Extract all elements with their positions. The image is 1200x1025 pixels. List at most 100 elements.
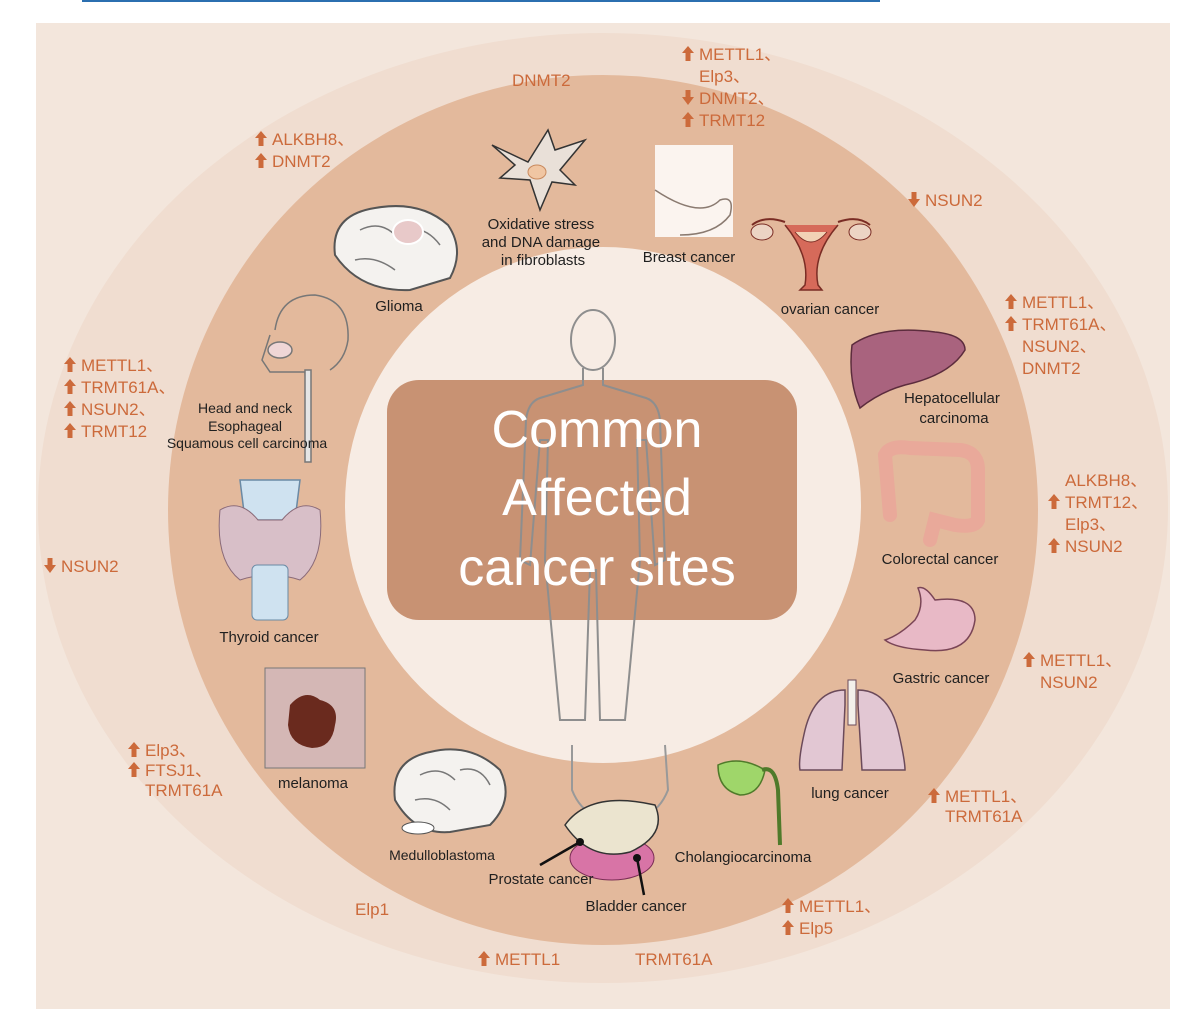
gene-label: Elp5: [799, 919, 833, 938]
melanoma-illustration: [264, 667, 366, 769]
gene-label: TRMT61A、: [81, 378, 175, 397]
colon-illustration: [877, 440, 985, 547]
arrow-up-icon: [1023, 652, 1035, 667]
breast-gene-group: METTL1、 Elp3、 DNMT2、 TRMT12: [682, 45, 781, 130]
gene-label: TRMT61A: [635, 950, 713, 969]
head-neck-illustration: [261, 294, 349, 463]
gene-label: ALKBH8、: [272, 130, 354, 149]
gene-label: METTL1、: [81, 356, 163, 375]
thyroid-cancer-label: Thyroid cancer: [219, 629, 318, 646]
lungs-illustration: [798, 679, 906, 771]
uterus-illustration: [750, 218, 872, 291]
arrow-up-icon: [682, 112, 694, 127]
prostate-cancer-label: Prostate cancer: [488, 871, 593, 888]
gene-label: TRMT61A: [145, 781, 223, 800]
gastric-cancer-label: Gastric cancer: [893, 670, 990, 687]
arrow-up-icon: [1048, 538, 1060, 553]
arrow-down-icon: [682, 90, 694, 105]
thyroid-gene-group: NSUN2: [44, 557, 119, 576]
arrow-up-icon: [1005, 316, 1017, 331]
arrow-up-icon: [64, 357, 76, 372]
lung-cancer-label: lung cancer: [811, 785, 889, 802]
gallbladder-illustration: [717, 760, 782, 846]
liver-illustration: [850, 329, 966, 410]
gene-label: METTL1、: [945, 787, 1027, 806]
headneck-gene-group: METTL1、 TRMT61A、 NSUN2、 TRMT12: [64, 356, 175, 441]
arrow-down-icon: [44, 558, 56, 573]
glioma-gene-group: ALKBH8、 DNMT2: [255, 130, 354, 171]
gene-label: TRMT12、: [1065, 493, 1148, 512]
gene-label: DNMT2: [1022, 359, 1081, 378]
gene-label: FTSJ1、: [145, 761, 212, 780]
arrow-up-icon: [782, 920, 794, 935]
gene-labels: DNMT2METTL1、Elp3、DNMT2、TRMT12NSUN2METTL1…: [44, 45, 1148, 969]
gene-label: DNMT2、: [699, 89, 775, 108]
arrow-up-icon: [928, 788, 940, 803]
arrow-up-icon: [128, 742, 140, 757]
gene-label: Elp3、: [1065, 515, 1116, 534]
bladder-cancer-label: Bladder cancer: [586, 898, 687, 915]
hcc-gene-group: METTL1、 TRMT61A、 NSUN2、 DNMT2: [1005, 293, 1116, 378]
cholangio-gene-group: METTL1、 Elp5: [782, 897, 881, 938]
gene-label: NSUN2: [925, 191, 983, 210]
medullo-gene-group: Elp1: [355, 900, 389, 919]
bladder-prostate-illustration: [539, 744, 670, 896]
arrow-up-icon: [64, 423, 76, 438]
arrow-up-icon: [1048, 494, 1060, 509]
gene-label: METTL1、: [699, 45, 781, 64]
gene-label: Elp1: [355, 900, 389, 919]
colorectal-gene-group: ALKBH8、 TRMT12、 Elp3、 NSUN2: [1048, 471, 1148, 556]
gene-label: TRMT12: [81, 422, 147, 441]
fibroblast-illustration: [491, 128, 588, 213]
fibroblast-label: Oxidative stress and DNA damage in fibro…: [482, 216, 605, 269]
gene-label: NSUN2: [61, 557, 119, 576]
arrow-up-icon: [478, 951, 490, 966]
gene-label: DNMT2: [512, 71, 571, 90]
thyroid-illustration: [218, 479, 322, 621]
arrow-up-icon: [1005, 294, 1017, 309]
arrow-up-icon: [64, 401, 76, 416]
colorectal-cancer-label: Colorectal cancer: [882, 551, 999, 568]
lung-gene-group: METTL1、TRMT61A: [928, 787, 1027, 826]
arrow-up-icon: [255, 131, 267, 146]
gene-label: METTL1、: [1022, 293, 1104, 312]
arrow-up-icon: [782, 898, 794, 913]
gene-label: METTL1、: [799, 897, 881, 916]
arrow-up-icon: [64, 379, 76, 394]
gene-label: Elp3、: [145, 741, 196, 760]
center-title-line-2: Affected: [502, 469, 692, 527]
breast-cancer-label: Breast cancer: [643, 249, 736, 266]
gene-label: NSUN2、: [81, 400, 156, 419]
cholangiocarcinoma-label: Cholangiocarcinoma: [675, 849, 812, 866]
brain-medulloblastoma-illustration: [393, 748, 507, 835]
ovarian-cancer-label: ovarian cancer: [781, 301, 879, 318]
melanoma-gene-group: Elp3、FTSJ1、TRMT61A: [128, 741, 223, 800]
gene-label: Elp3、: [699, 67, 750, 86]
fibroblast-gene-group: DNMT2: [512, 71, 571, 90]
gene-label: DNMT2: [272, 152, 331, 171]
head-neck-label: Head and neck Esophageal Squamous cell c…: [167, 400, 328, 451]
center-box: [387, 380, 797, 620]
ovarian-gene-group: NSUN2: [908, 191, 983, 210]
gene-label: NSUN2、: [1022, 337, 1097, 356]
gastric-gene-group: METTL1、 NSUN2: [1023, 651, 1122, 692]
arrow-down-icon: [908, 192, 920, 207]
melanoma-label: melanoma: [278, 775, 349, 792]
gene-label: ALKBH8、: [1065, 471, 1147, 490]
arrow-up-icon: [255, 153, 267, 168]
gene-label: NSUN2: [1040, 673, 1098, 692]
medulloblastoma-label: Medulloblastoma: [389, 847, 495, 863]
breast-illustration: [654, 145, 733, 237]
stomach-illustration: [883, 586, 976, 652]
prostate-gene-group: METTL1: [478, 950, 560, 969]
gene-label: NSUN2: [1065, 537, 1123, 556]
gene-label: TRMT61A、: [1022, 315, 1116, 334]
arrow-up-icon: [682, 46, 694, 61]
arrow-up-icon: [128, 762, 140, 777]
bladder-gene-group: TRMT61A: [635, 950, 713, 969]
human-body-outline: [518, 309, 667, 721]
brain-glioma-illustration: [333, 205, 458, 292]
gene-label: TRMT12: [699, 111, 765, 130]
gene-label: METTL1、: [1040, 651, 1122, 670]
